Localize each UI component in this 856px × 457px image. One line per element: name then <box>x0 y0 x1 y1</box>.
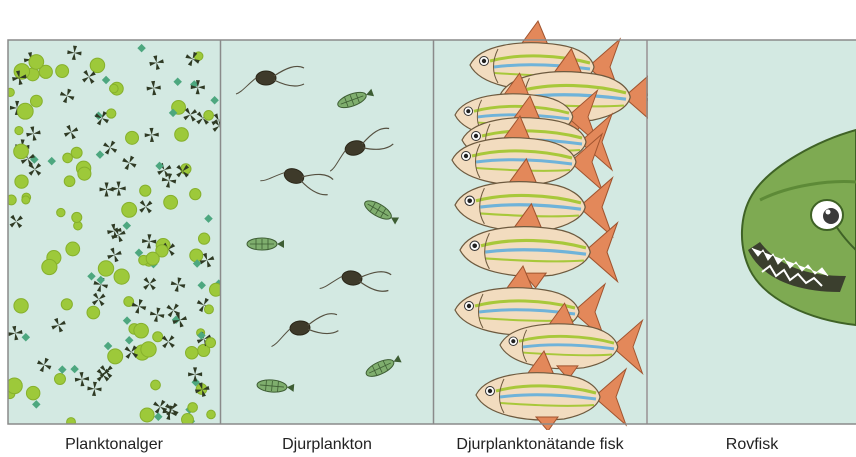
panel-planktonalger <box>5 40 229 426</box>
label-planktonalger: Planktonalger <box>7 436 221 454</box>
food-chain-illustration <box>0 0 856 430</box>
panel-rovfisk <box>648 40 856 424</box>
label-rovfisk: Rovfisk <box>645 436 856 454</box>
label-djurplankton: Djurplankton <box>220 436 434 454</box>
label-djurplanktonatande-fisk: Djurplanktonätande fisk <box>428 436 652 454</box>
panel-djurplanktonatande-fisk <box>434 21 658 430</box>
panel-djurplankton <box>221 40 433 424</box>
